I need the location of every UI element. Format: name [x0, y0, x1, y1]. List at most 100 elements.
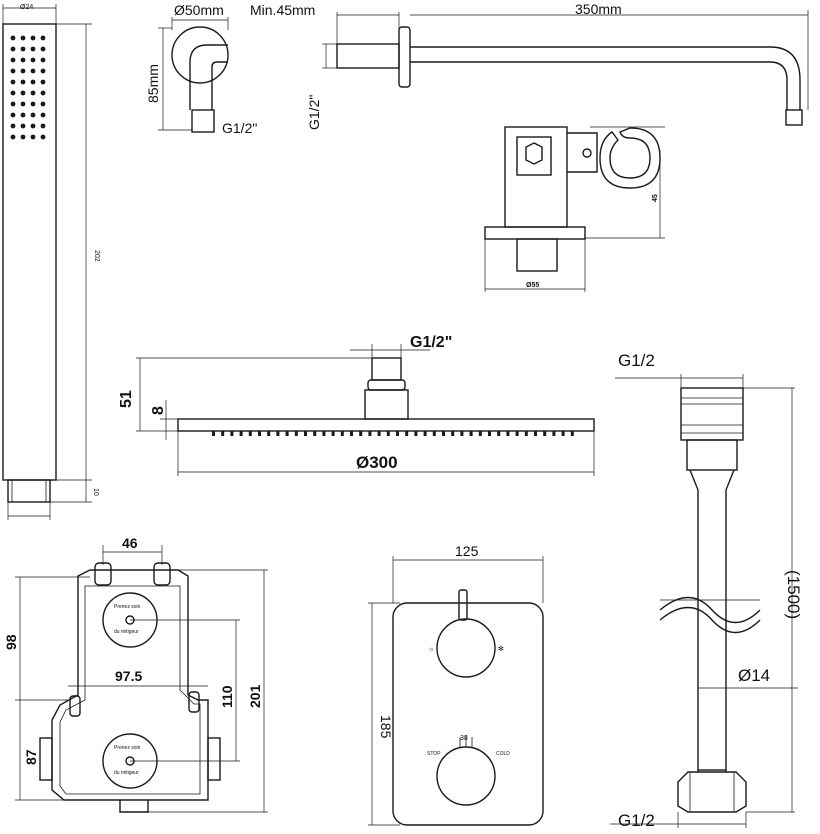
box-left-height-label: 98 [3, 634, 19, 650]
box-total-height-label: 201 [247, 684, 263, 708]
nozzle-dot [20, 134, 26, 140]
box-mid-width-label: 97.5 [115, 668, 142, 684]
nozzle-dot [20, 101, 26, 107]
nozzle-dot [30, 68, 36, 74]
hose-length-label: (1500) [784, 570, 803, 619]
nozzle-dot [30, 90, 36, 96]
nozzle-dot [40, 79, 46, 85]
head-nozzle [377, 431, 381, 436]
head-nozzle [258, 431, 261, 436]
head-nozzle [460, 431, 464, 436]
head-nozzle [285, 431, 289, 436]
head-nozzle [248, 431, 252, 436]
head-nozzle [561, 431, 565, 436]
head-nozzle [331, 431, 335, 436]
holder-height-label: 45 [652, 194, 659, 202]
svg-text:Prenez soin: Prenez soin [114, 745, 141, 751]
head-nozzle [350, 431, 353, 436]
head-dia-label: Ø300 [356, 453, 398, 472]
shower-arm: Min.45mm 350mm G1/2" [250, 1, 809, 130]
head-nozzle [386, 431, 390, 436]
plate-height-label: 185 [378, 715, 394, 739]
nozzle-dot [20, 57, 26, 63]
nozzle-dot [10, 79, 16, 85]
box-mid-height-label: 110 [219, 685, 235, 708]
nozzle-dot [30, 57, 36, 63]
nozzle-dot [30, 35, 36, 41]
nozzle-dot [10, 57, 16, 63]
head-nozzle [239, 431, 243, 436]
nozzle-dot [10, 112, 16, 118]
svg-text:Prenez soin: Prenez soin [114, 604, 141, 610]
plate-scale-mark: 38 [460, 735, 468, 742]
nozzle-dot [10, 68, 16, 74]
handshower-thread-label: 10 [92, 488, 99, 496]
shower-holder: 45 Ø55 [484, 126, 665, 292]
head-nozzles [212, 431, 574, 436]
nozzle-dot [30, 79, 36, 85]
head-nozzle [230, 431, 234, 436]
head-nozzle [294, 431, 298, 436]
nozzle-dot [40, 57, 46, 63]
head-nozzle [515, 431, 519, 436]
handshower-dia-label: Ø24 [20, 4, 33, 11]
nozzle-dot [10, 134, 16, 140]
elbow-dia-label: Ø50mm [174, 2, 224, 18]
svg-text:STOP: STOP [427, 751, 441, 757]
nozzle-dot [20, 46, 26, 52]
svg-text:du mitigeur: du mitigeur [114, 629, 139, 635]
head-nozzle [469, 431, 473, 436]
nozzle-dot [10, 90, 16, 96]
nozzle-dot [40, 46, 46, 52]
head-nozzle [478, 431, 482, 436]
head-nozzle [322, 431, 326, 436]
head-nozzle [221, 431, 225, 436]
shower-hose: G1/2 G1/2 (1500) Ø14 [610, 351, 803, 830]
nozzle-dot [40, 112, 46, 118]
nozzle-dot [10, 35, 16, 41]
nozzle-dot [10, 101, 16, 107]
holder-dia-label: Ø55 [526, 282, 539, 289]
head-nozzle [340, 431, 344, 436]
shower-head: G1/2" 51 8 Ø300 [118, 334, 595, 476]
head-nozzle [524, 431, 528, 436]
hose-top-thread-label: G1/2 [618, 351, 655, 370]
nozzle-dot [40, 134, 46, 140]
nozzle-dot [30, 46, 36, 52]
head-nozzle [396, 431, 399, 436]
plate-width-label: 125 [455, 543, 479, 559]
hose-bottom-thread-label: G1/2 [618, 811, 655, 830]
nozzle-dot [20, 79, 26, 85]
head-total-height-label: 51 [118, 390, 135, 408]
head-nozzle [543, 431, 547, 436]
box-top-width-label: 46 [122, 535, 138, 551]
head-nozzle [267, 431, 271, 436]
nozzle-dot [20, 35, 26, 41]
nozzle-dot [40, 101, 46, 107]
head-nozzle [506, 431, 510, 436]
head-plate-height-label: 8 [150, 406, 167, 415]
hose-dia-label: Ø14 [738, 666, 770, 685]
head-nozzle [488, 431, 491, 436]
head-nozzle [414, 431, 418, 436]
head-nozzle [423, 431, 427, 436]
head-nozzle [276, 431, 280, 436]
box-low-height-label: 87 [23, 749, 39, 765]
nozzle-dot [30, 112, 36, 118]
elbow-height-label: 85mm [145, 64, 161, 103]
head-nozzle [304, 431, 307, 436]
nozzle-dot [10, 123, 16, 129]
head-nozzle [405, 431, 409, 436]
head-nozzle [442, 431, 445, 436]
nozzle-dot [20, 123, 26, 129]
svg-text:☼: ☼ [428, 646, 434, 653]
nozzle-dot [40, 90, 46, 96]
wall-elbow: Ø50mm 85mm G1/2" [145, 2, 257, 136]
head-nozzle [432, 431, 436, 436]
head-nozzle [570, 431, 574, 436]
head-nozzle [368, 431, 372, 436]
arm-thread-label: G1/2" [306, 95, 322, 130]
head-nozzle [359, 431, 363, 436]
svg-text:COLD: COLD [496, 751, 510, 757]
head-nozzle [212, 431, 215, 436]
